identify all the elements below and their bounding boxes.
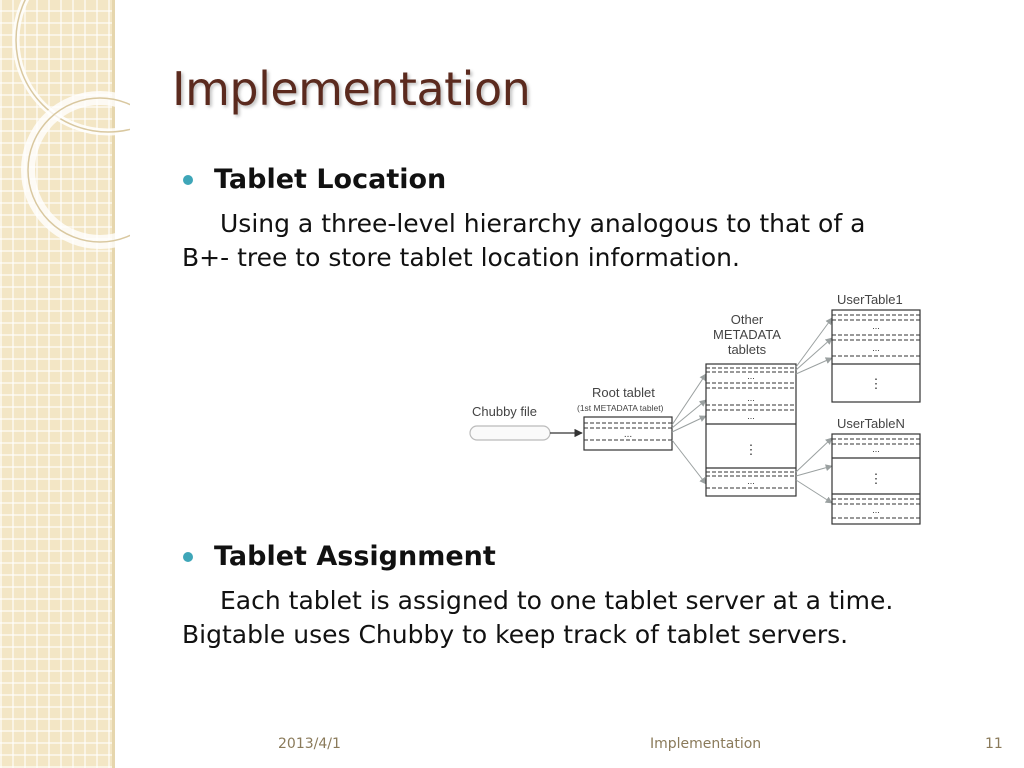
bullet-icon [183,175,193,185]
ellipsis: ... [872,444,880,454]
body-line: Bigtable uses Chubby to keep track of ta… [182,620,849,649]
sidebar-edge [112,0,115,768]
user-table-1-label: UserTable1 [837,292,903,307]
user-table-n-node [831,433,921,525]
footer-title: Implementation [650,736,762,752]
ellipsis: ... [747,393,755,403]
ellipsis: ... [872,321,880,331]
metadata-to-user-arrow [795,479,833,504]
tablet-location-diagram: Chubby file Root tablet (1st METADATA ta… [469,292,921,525]
section-heading: Tablet Location [214,164,447,195]
body-line: Using a three-level hierarchy analogous … [220,209,866,238]
metadata-to-user-arrow [795,337,833,371]
metadata-tablets-node [705,363,797,497]
bullet-icon [183,552,193,562]
chubby-file-label: Chubby file [472,404,537,419]
root-to-metadata-arrow [671,373,707,426]
metadata-to-user-arrow [795,437,833,473]
root-to-metadata-arrow [671,415,707,433]
root-to-metadata-arrow [671,399,707,429]
slide-title: Implementation [172,62,531,116]
root-to-metadata-arrow [671,439,707,485]
ellipsis: ... [872,505,880,515]
page-number: 11 [985,736,1003,752]
vertical-ellipsis: ⋮ [745,442,758,457]
decorative-rings [12,0,130,249]
other-metadata-label-line: Other [731,312,764,327]
section-tablet-assignment-body: Each tablet is assigned to one tablet se… [182,584,1002,652]
ellipsis: ... [747,476,755,486]
root-tablet-label: Root tablet [592,385,655,400]
body-line: Each tablet is assigned to one tablet se… [220,586,894,615]
ellipsis: ... [747,411,755,421]
ellipsis: ... [747,371,755,381]
metadata-to-user-arrow [795,317,833,368]
chubby-file-node [469,425,551,441]
section-heading: Tablet Assignment [214,541,496,572]
ellipsis: ... [624,429,632,440]
ellipsis: ... [872,343,880,353]
other-metadata-label-line: tablets [728,342,767,357]
other-metadata-label-line: METADATA [713,327,781,342]
body-line: B+- tree to store tablet location inform… [182,243,740,272]
section-tablet-location-body: Using a three-level hierarchy analogous … [182,207,1002,275]
user-table-n-label: UserTableN [837,416,905,431]
metadata-to-user-arrow [795,357,833,375]
metadata-to-user-arrow [795,464,833,477]
footer-date: 2013/4/1 [278,736,341,752]
vertical-ellipsis: ⋮ [870,471,883,486]
root-tablet-sublabel: (1st METADATA tablet) [577,403,664,413]
vertical-ellipsis: ⋮ [870,376,883,391]
